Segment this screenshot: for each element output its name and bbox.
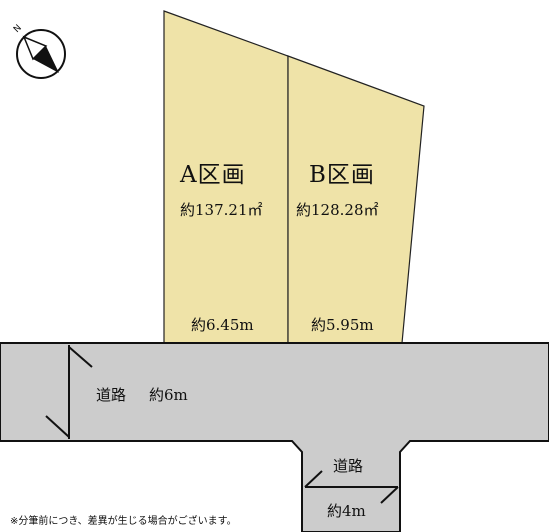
lot-b-area: 約128.28㎡	[296, 201, 379, 219]
main-road-width-dimension	[45, 345, 93, 439]
main-road-label: 道路	[96, 386, 127, 404]
lot-a-area: 約137.21㎡	[180, 201, 263, 219]
lot-b-frontage: 約5.95m	[311, 316, 374, 334]
main-road-width: 約6m	[149, 386, 188, 404]
north-arrow-icon: N	[12, 23, 66, 79]
lot-b-name: B区画	[309, 162, 375, 188]
north-letter: N	[12, 23, 24, 35]
branch-road-width-dimension	[304, 470, 399, 504]
branch-road-width: 約4m	[327, 502, 366, 520]
lot-a-frontage: 約6.45m	[191, 316, 254, 334]
lot-a-name: A区画	[180, 162, 246, 188]
disclaimer-note: ※分筆前につき、差異が生じる場合がございます。	[10, 516, 237, 527]
branch-road-label: 道路	[333, 457, 364, 475]
main-road	[0, 342, 549, 532]
